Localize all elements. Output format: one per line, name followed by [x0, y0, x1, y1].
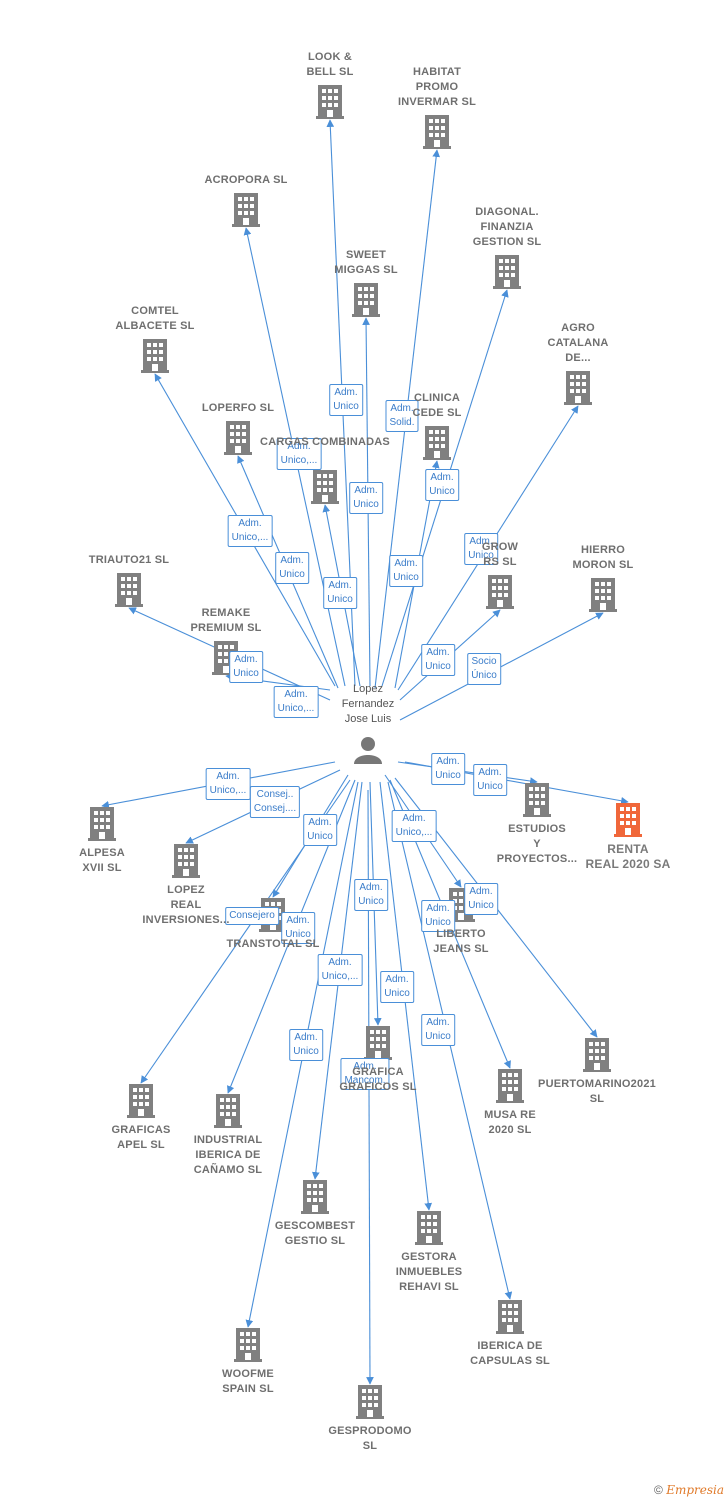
relation-label-habitat[interactable]: Adm. Unico: [389, 555, 423, 587]
relation-label-alpesa[interactable]: Adm. Unico,...: [205, 768, 251, 800]
company-label-clinica[interactable]: CLINICA CEDE SL: [412, 392, 462, 419]
building-icon-loperfo[interactable]: [224, 421, 252, 455]
relation-label-graficas[interactable]: Consejero: [225, 907, 279, 925]
company-label-woofme[interactable]: WOOFME SPAIN SL: [222, 1368, 274, 1395]
relation-label-lopez-real[interactable]: Consej.. Consej....: [249, 786, 301, 818]
building-icon-iberica[interactable]: [496, 1300, 524, 1334]
building-icon-industrial[interactable]: [214, 1094, 242, 1128]
company-label-remake[interactable]: REMAKE PREMIUM SL: [190, 607, 262, 634]
relation-label-transtotal[interactable]: Adm. Unico: [303, 814, 337, 846]
relation-label-loperfo[interactable]: Adm. Unico: [275, 552, 309, 584]
relation-label-cargas[interactable]: Adm. Unico: [323, 577, 357, 609]
company-label-look-bell[interactable]: LOOK & BELL SL: [306, 51, 354, 78]
company-label-acropora[interactable]: ACROPORA SL: [204, 174, 288, 186]
company-label-industrial[interactable]: INDUSTRIAL IBERICA DE CAÑAMO SL: [193, 1134, 263, 1176]
company-label-iberica[interactable]: IBERICA DE CAPSULAS SL: [470, 1340, 550, 1367]
relation-label-iberica[interactable]: Adm. Unico: [421, 1014, 455, 1046]
company-label-cargas[interactable]: CARGAS COMBINADAS: [260, 436, 390, 448]
company-label-musa[interactable]: MUSA RE 2020 SL: [484, 1109, 536, 1136]
company-label-estudios[interactable]: ESTUDIOS Y PROYECTOS...: [496, 823, 578, 865]
relation-label-industrial[interactable]: Adm. Unico: [281, 912, 315, 944]
company-label-hierro[interactable]: HIERRO MORON SL: [572, 544, 634, 571]
relation-label-triauto[interactable]: Adm. Unico,...: [273, 686, 319, 718]
building-icon-renta[interactable]: [614, 803, 642, 837]
building-icon-comtel[interactable]: [141, 339, 169, 373]
building-icon-agro[interactable]: [564, 371, 592, 405]
relation-label-sweet[interactable]: Adm. Unico: [349, 482, 383, 514]
building-icon-musa[interactable]: [496, 1069, 524, 1103]
company-label-liberto[interactable]: LIBERTO JEANS SL: [433, 928, 489, 955]
building-icon-hierro[interactable]: [589, 578, 617, 612]
building-icon-woofme[interactable]: [234, 1328, 262, 1362]
relation-label-grow[interactable]: Adm. Unico: [421, 644, 455, 676]
company-label-diagonal[interactable]: DIAGONAL. FINANZIA GESTION SL: [472, 206, 542, 248]
company-label-lopez-real[interactable]: LOPEZ REAL INVERSIONES...: [142, 884, 230, 926]
building-icon-graficas[interactable]: [127, 1084, 155, 1118]
building-icon-gestora[interactable]: [415, 1211, 443, 1245]
relation-label-woofme[interactable]: Adm. Unico: [289, 1029, 323, 1061]
building-icon-cargas[interactable]: [311, 470, 339, 504]
company-label-gestora[interactable]: GESTORA INMUEBLES REHAVI SL: [395, 1251, 463, 1293]
relation-label-diagonal[interactable]: Adm. Solid.: [385, 400, 419, 432]
relation-label-gestora[interactable]: Adm. Unico: [380, 971, 414, 1003]
company-label-habitat[interactable]: HABITAT PROMO INVERMAR SL: [398, 66, 476, 108]
relation-label-comtel[interactable]: Adm. Unico,...: [227, 515, 273, 547]
building-icon-lopez-real[interactable]: [172, 844, 200, 878]
company-label-triauto[interactable]: TRIAUTO21 SL: [88, 554, 170, 566]
company-label-grow[interactable]: GROW RS SL: [481, 541, 519, 568]
building-icon-acropora[interactable]: [232, 193, 260, 227]
company-label-renta[interactable]: RENTA REAL 2020 SA: [585, 842, 671, 871]
copyright-symbol: ©: [654, 1483, 663, 1497]
company-label-puertomarino[interactable]: PUERTOMARINO2021 SL: [538, 1078, 656, 1105]
relation-label-musa[interactable]: Adm. Unico: [464, 883, 498, 915]
company-label-agro[interactable]: AGRO CATALANA DE...: [547, 322, 609, 364]
relation-label-estudios[interactable]: Adm. Unico: [431, 753, 465, 785]
relation-label-renta[interactable]: Adm. Unico: [473, 764, 507, 796]
company-label-loperfo[interactable]: LOPERFO SL: [201, 402, 275, 414]
relation-label-gesprodomo[interactable]: Adm. Mancom.: [340, 1058, 390, 1090]
company-label-comtel[interactable]: COMTEL ALBACETE SL: [115, 305, 195, 332]
relation-label-acropora[interactable]: Adm. Unico,...: [276, 438, 322, 470]
building-icon-sweet[interactable]: [352, 283, 380, 317]
building-icon-look-bell[interactable]: [316, 85, 344, 119]
building-icon-triauto[interactable]: [115, 573, 143, 607]
company-label-transtotal[interactable]: TRANSTOTAL SL: [226, 938, 320, 950]
relation-label-hierro[interactable]: Socio Único: [467, 653, 501, 685]
relation-label-gescombest[interactable]: Adm. Unico,...: [317, 954, 363, 986]
node-layer: [88, 85, 642, 1419]
company-label-gesprodomo[interactable]: GESPRODOMO SL: [328, 1425, 412, 1452]
building-icon-gesprodomo[interactable]: [356, 1385, 384, 1419]
company-label-sweet[interactable]: SWEET MIGGAS SL: [334, 249, 398, 276]
relation-label-clinica[interactable]: Adm. Unico: [425, 469, 459, 501]
company-label-graficas[interactable]: GRAFICAS APEL SL: [111, 1124, 171, 1151]
relation-label-grafica-graficos[interactable]: Adm. Unico: [354, 879, 388, 911]
relation-label-agro[interactable]: Adm. Unico: [464, 533, 498, 565]
building-icon-habitat[interactable]: [423, 115, 451, 149]
company-label-grafica-graficos[interactable]: GRAFICA GRAFICOS SL: [339, 1066, 417, 1093]
building-icon-estudios[interactable]: [523, 783, 551, 817]
copyright: © Empresia: [654, 1483, 724, 1497]
company-label-gescombest[interactable]: GESCOMBEST GESTIO SL: [274, 1220, 356, 1247]
relation-label-liberto[interactable]: Adm. Unico,...: [391, 810, 437, 842]
building-icon-gescombest[interactable]: [301, 1180, 329, 1214]
building-icon-grow[interactable]: [486, 575, 514, 609]
brand-logo[interactable]: Empresia: [666, 1483, 724, 1497]
building-icon-clinica[interactable]: [423, 426, 451, 460]
building-icon-alpesa[interactable]: [88, 807, 116, 841]
company-label-alpesa[interactable]: ALPESA XVII SL: [79, 847, 125, 874]
building-icon-diagonal[interactable]: [493, 255, 521, 289]
person-label[interactable]: Lopez Fernandez Jose Luis: [341, 683, 395, 725]
person-icon[interactable]: [354, 737, 382, 764]
edge-hierro: [399, 612, 604, 721]
relation-label-puertomarino[interactable]: Adm. Unico: [421, 900, 455, 932]
building-icon-puertomarino[interactable]: [583, 1038, 611, 1072]
relation-label-remake[interactable]: Adm. Unico: [229, 651, 263, 683]
building-icon-grafica-graficos[interactable]: [364, 1026, 392, 1060]
relation-label-look-bell[interactable]: Adm. Unico: [329, 384, 363, 416]
